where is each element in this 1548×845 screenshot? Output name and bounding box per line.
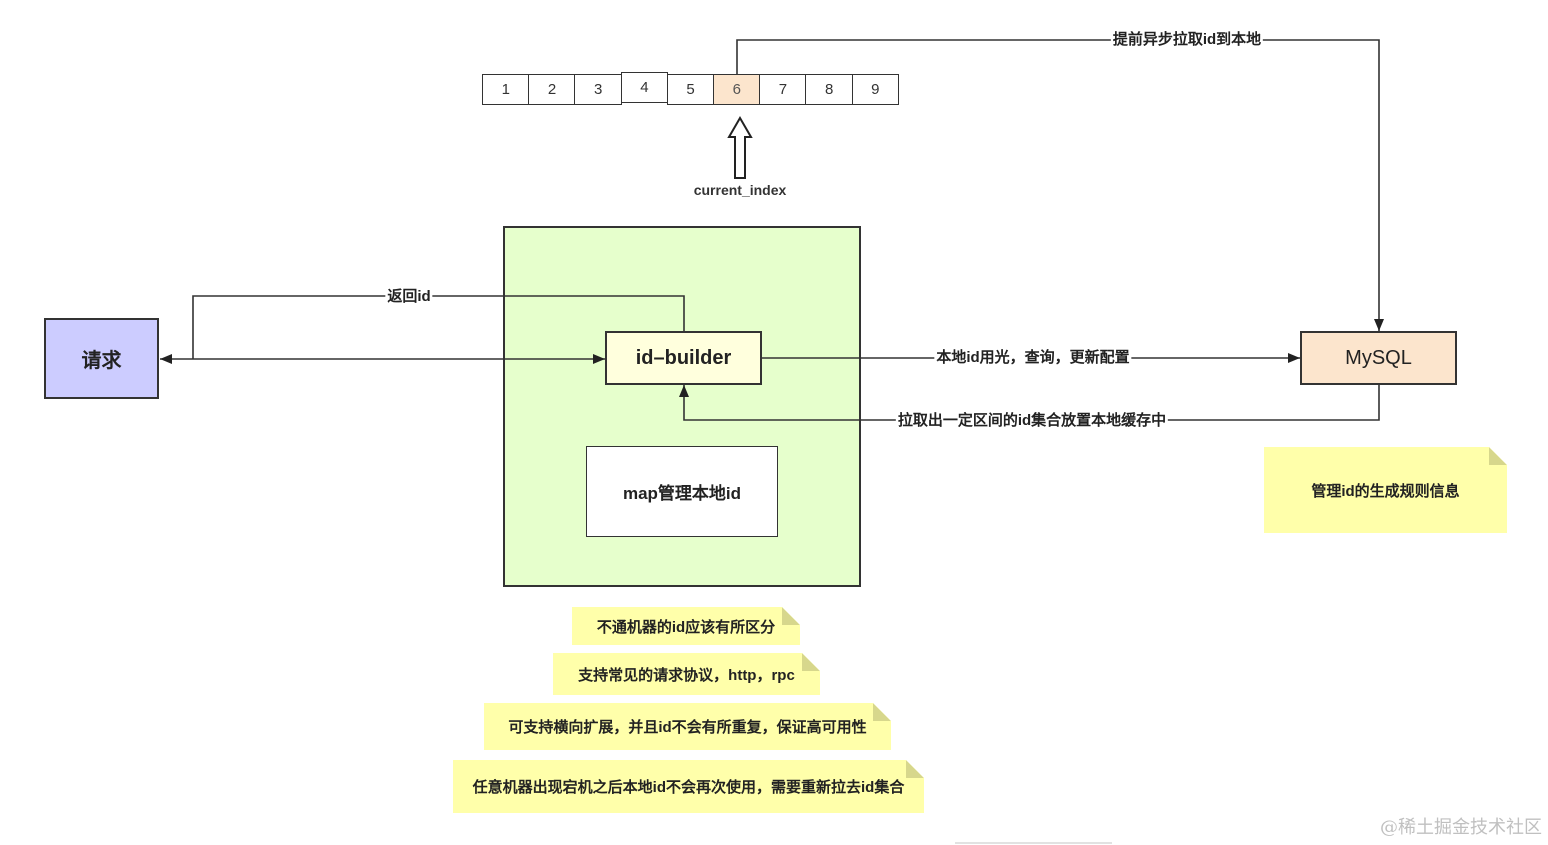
edge-label-prefetch: 提前异步拉取id到本地	[1110, 31, 1264, 49]
current-index-label: current_index	[693, 182, 787, 198]
request-node-label: 请求	[81, 350, 122, 372]
note-text: 不通机器的id应该有所区分	[596, 618, 776, 636]
watermark: @稀土掘金技术社区	[1380, 817, 1542, 838]
note-requirement: 不通机器的id应该有所区分	[572, 607, 800, 645]
local-map-node-label: map管理本地id	[622, 484, 742, 503]
id-index-bar: 1 2 3 4 5 6 7 8 9	[482, 72, 900, 105]
note-text: 管理id的生成规则信息	[1311, 482, 1460, 500]
index-cell: 1	[482, 74, 530, 105]
index-cell-current: 6	[712, 74, 761, 105]
index-cell: 3	[574, 74, 623, 105]
current-index-up-arrow	[727, 116, 753, 179]
note-requirement: 可支持横向扩展，并且id不会有所重复，保证高可用性	[484, 703, 891, 750]
request-node: 请求	[44, 318, 159, 399]
bottom-divider	[955, 842, 1112, 844]
note-text: 可支持横向扩展，并且id不会有所重复，保证高可用性	[508, 719, 867, 736]
index-cell: 7	[759, 74, 807, 105]
index-cell: 4	[620, 72, 669, 103]
index-cell: 5	[666, 74, 715, 105]
id-builder-node-label: id–builder	[635, 346, 732, 369]
note-text: 任意机器出现宕机之后本地id不会再次使用，需要重新拉去id集合	[472, 779, 905, 796]
mysql-node-label: MySQL	[1345, 346, 1412, 369]
local-map-node: map管理本地id	[586, 446, 778, 537]
edge-prefetch	[736, 39, 1384, 331]
id-builder-node: id–builder	[605, 331, 762, 385]
index-cell: 9	[851, 74, 900, 105]
note-requirement: 支持常见的请求协议，http，rpc	[553, 653, 820, 695]
edge-label-pull-range: 拉取出一定区间的id集合放置本地缓存中	[895, 412, 1169, 430]
note-text: 支持常见的请求协议，http，rpc	[578, 666, 795, 684]
note-mysql-rules: 管理id的生成规则信息	[1264, 447, 1507, 533]
edge-label-return-id: 返回id	[385, 288, 433, 306]
edge-return-id	[192, 295, 685, 359]
note-requirement: 任意机器出现宕机之后本地id不会再次使用，需要重新拉去id集合	[453, 760, 924, 813]
edge-label-query-update: 本地id用光，查询，更新配置	[934, 349, 1132, 367]
mysql-node: MySQL	[1300, 331, 1457, 385]
index-cell: 8	[805, 74, 853, 105]
index-cell: 2	[528, 74, 576, 105]
